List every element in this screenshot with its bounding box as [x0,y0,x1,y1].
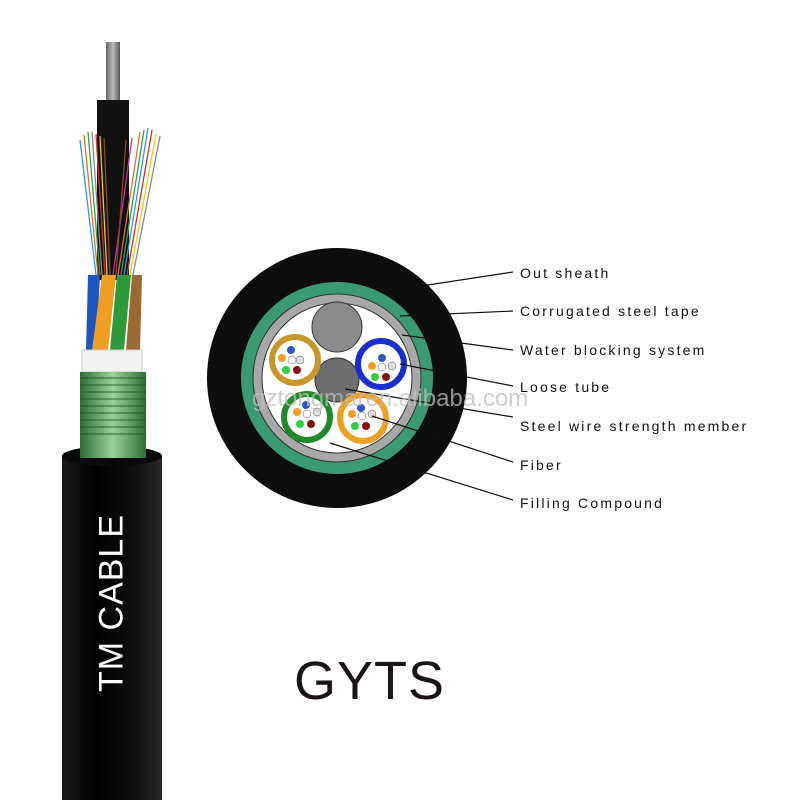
label-out-sheath: Out sheath [520,265,611,281]
label-water-blocking-system: Water blocking system [520,342,707,358]
brand-label: TM CABLE [92,513,131,693]
outer-jacket-side [62,440,162,800]
loose-tube-gold [269,334,321,386]
loose-tube-blue [355,338,407,390]
loose-tube-green [281,391,333,443]
steel-wire-strength-member [314,357,360,403]
loose-tube-orange [337,392,389,444]
label-filling-compound: Filling Compound [520,495,665,511]
cross-section [207,248,514,508]
corrugated-armor-side [80,372,146,452]
watermark: gztongmaren.alibaba.com [252,385,529,412]
cable-type-title: GYTS [294,651,446,711]
leader-lines [329,271,514,501]
loose-tubes-side [86,275,142,350]
fiber-bundle [79,127,161,276]
label-corrugated-steel-tape: Corrugated steel tape [520,303,701,319]
label-steel-wire-strength-member: Steel wire strength member [520,418,749,434]
filler-rod [311,301,363,353]
label-fiber: Fiber [520,457,563,473]
label-loose-tube: Loose tube [520,379,612,395]
water-blocking-tape-side [81,349,143,373]
